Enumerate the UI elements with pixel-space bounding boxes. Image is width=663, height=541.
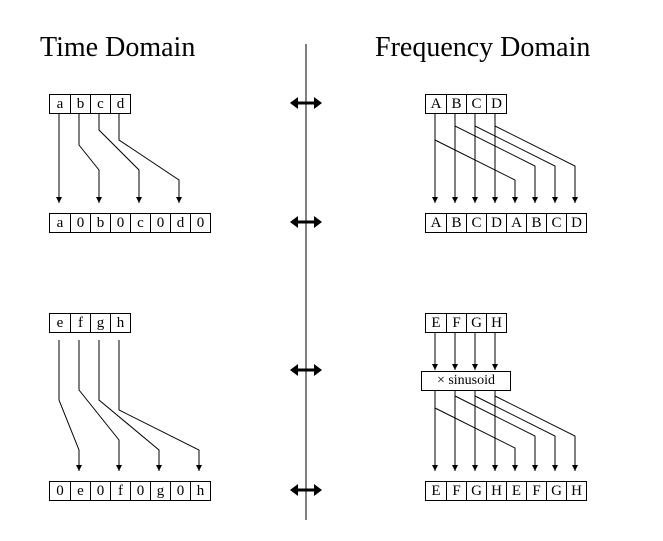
sample-cell: 0 <box>90 482 110 500</box>
sample-cell: 0 <box>70 214 90 232</box>
spectrum-cell: D <box>486 95 506 113</box>
freq-output-sequence-1: A B C D A B C D <box>425 213 587 233</box>
spectrum-cell: F <box>526 482 546 500</box>
sample-cell: c <box>90 95 110 113</box>
frequency-domain-heading: Frequency Domain <box>375 32 591 63</box>
spectrum-cell: G <box>466 314 486 332</box>
sample-cell: g <box>150 482 170 500</box>
sample-cell: b <box>90 214 110 232</box>
spectrum-cell: E <box>506 482 526 500</box>
time-output-sequence-1: a 0 b 0 c 0 d 0 <box>49 213 211 233</box>
spectrum-cell: A <box>430 96 442 112</box>
spectrum-cell: G <box>466 482 486 500</box>
time-input-sequence-2: e f g h <box>49 313 131 333</box>
double-headed-arrow-icon <box>290 484 322 496</box>
spectrum-cell: G <box>546 482 566 500</box>
sample-cell: a <box>56 215 64 231</box>
sample-cell: 0 <box>130 482 150 500</box>
sample-cell: 0 <box>190 214 210 232</box>
spectrum-cell: B <box>526 214 546 232</box>
sample-cell: 0 <box>170 482 190 500</box>
freq-input-sequence-2: E F G H <box>425 313 507 333</box>
double-headed-arrow-icon <box>290 364 322 376</box>
spectrum-cell: H <box>566 482 586 500</box>
spectrum-cell: F <box>446 314 466 332</box>
sample-cell: a <box>56 96 64 112</box>
sample-cell: 0 <box>150 214 170 232</box>
sample-cell: b <box>70 95 90 113</box>
time-output-sequence-2: 0 e 0 f 0 g 0 h <box>49 481 211 501</box>
sample-cell: 0 <box>56 483 64 499</box>
sample-cell: c <box>130 214 150 232</box>
freq-input-sequence-1: A B C D <box>425 94 507 114</box>
spectrum-cell: B <box>446 95 466 113</box>
freq-replicate-arrows-1 <box>432 113 578 203</box>
spectrum-cell: H <box>486 482 506 500</box>
sample-cell: h <box>110 314 130 332</box>
sample-cell: e <box>56 315 64 331</box>
spectrum-cell: D <box>566 214 586 232</box>
sample-cell: e <box>70 482 90 500</box>
sinusoid-multiplier-box: × sinusoid <box>421 371 511 391</box>
spectrum-cell: A <box>506 214 526 232</box>
spectrum-cell: A <box>430 215 442 231</box>
double-headed-arrow-icon <box>290 216 322 228</box>
sample-cell: 0 <box>110 214 130 232</box>
sample-cell: f <box>110 482 130 500</box>
spectrum-cell: B <box>446 214 466 232</box>
sample-cell: d <box>110 95 130 113</box>
spectrum-cell: E <box>431 315 441 331</box>
sample-cell: g <box>90 314 110 332</box>
time-domain-heading: Time Domain <box>40 32 196 63</box>
spectrum-cell: D <box>486 214 506 232</box>
sample-cell: f <box>70 314 90 332</box>
spectrum-cell: C <box>466 214 486 232</box>
time-input-sequence-1: a b c d <box>49 94 131 114</box>
spectrum-cell: E <box>431 483 441 499</box>
freq-output-sequence-2: E F G H E F G H <box>425 481 587 501</box>
spectrum-cell: H <box>486 314 506 332</box>
time-upsample-arrows-2 <box>58 340 202 471</box>
sample-cell: d <box>170 214 190 232</box>
double-headed-arrow-icon <box>290 97 322 109</box>
spectrum-cell: C <box>546 214 566 232</box>
spectrum-cell: F <box>446 482 466 500</box>
sample-cell: h <box>190 482 210 500</box>
freq-modulate-arrows-2 <box>432 332 578 471</box>
time-upsample-arrows-1 <box>56 113 182 203</box>
spectrum-cell: C <box>466 95 486 113</box>
